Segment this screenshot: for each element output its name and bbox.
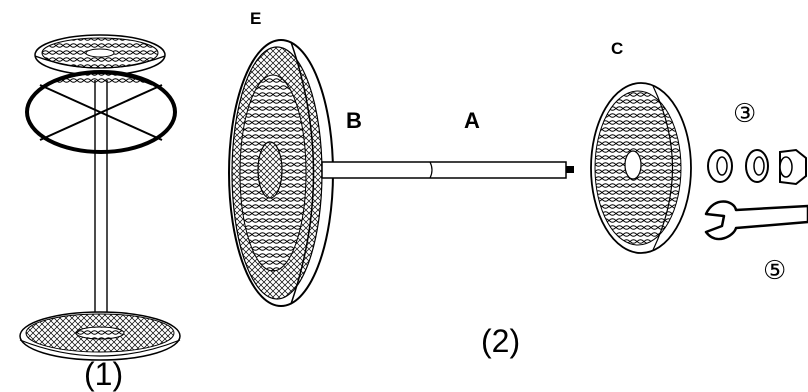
wrench-icon xyxy=(704,200,808,241)
cover-plate-C xyxy=(590,82,692,254)
pole-A-B xyxy=(321,161,574,179)
base-E xyxy=(228,39,334,307)
label-item-3: ③ xyxy=(733,99,757,129)
top-grille xyxy=(34,34,166,76)
label-B: B xyxy=(346,108,362,133)
figure-2-assembly xyxy=(228,39,808,307)
label-C: C xyxy=(611,39,624,58)
label-A: A xyxy=(464,108,480,133)
caption-figure-2: (2) xyxy=(481,323,521,359)
label-item-5: ⑤ xyxy=(763,256,787,286)
figure-1-incorrect-assembly xyxy=(19,34,181,361)
prohibited-x-icon xyxy=(25,70,177,154)
washers-and-nut xyxy=(707,148,807,186)
caption-figure-1: (1) xyxy=(84,356,124,392)
label-E: E xyxy=(250,9,262,28)
base-grille xyxy=(19,311,181,361)
